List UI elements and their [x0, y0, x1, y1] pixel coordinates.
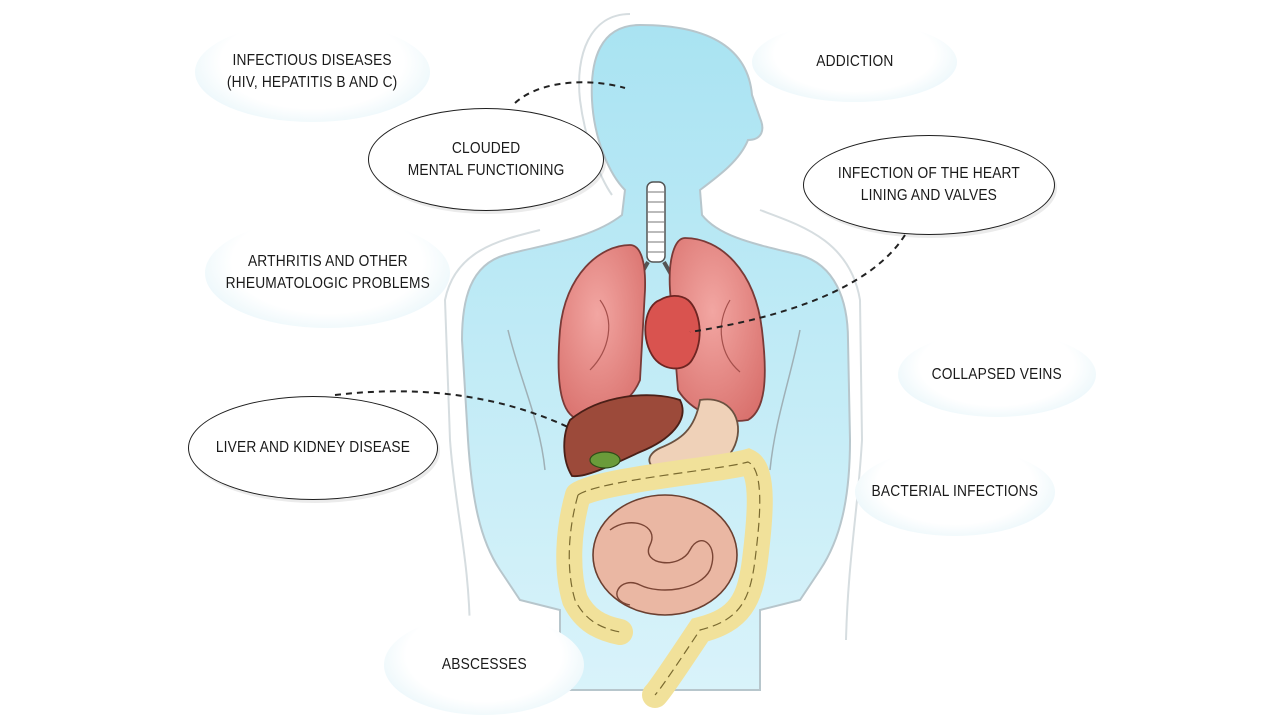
small-intestine	[592, 494, 738, 616]
connector-heart	[689, 234, 906, 333]
label-bacterial-infections: BACTERIAL INFECTIONS	[855, 448, 1055, 536]
label-clouded-mental-functioning: CLOUDED MENTAL FUNCTIONING	[368, 108, 604, 211]
connector-clouded	[514, 81, 626, 104]
large-intestine	[556, 448, 773, 708]
label-abscesses: ABSCESSES	[384, 615, 584, 715]
label-infectious-diseases: INFECTIOUS DISEASES (HIV, HEPATITIS B AN…	[195, 22, 430, 122]
label-addiction: ADDICTION	[752, 22, 957, 102]
lungs	[557, 237, 766, 422]
liver	[563, 394, 684, 478]
label-heart-infection: INFECTION OF THE HEART LINING AND VALVES	[803, 135, 1055, 235]
heart	[644, 294, 701, 370]
label-collapsed-veins: COLLAPSED VEINS	[898, 332, 1096, 417]
label-liver-kidney-disease: LIVER AND KIDNEY DISEASE	[188, 396, 438, 500]
label-arthritis: ARTHRITIS AND OTHER RHEUMATOLOGIC PROBLE…	[205, 218, 450, 328]
connector-liver	[334, 390, 571, 429]
